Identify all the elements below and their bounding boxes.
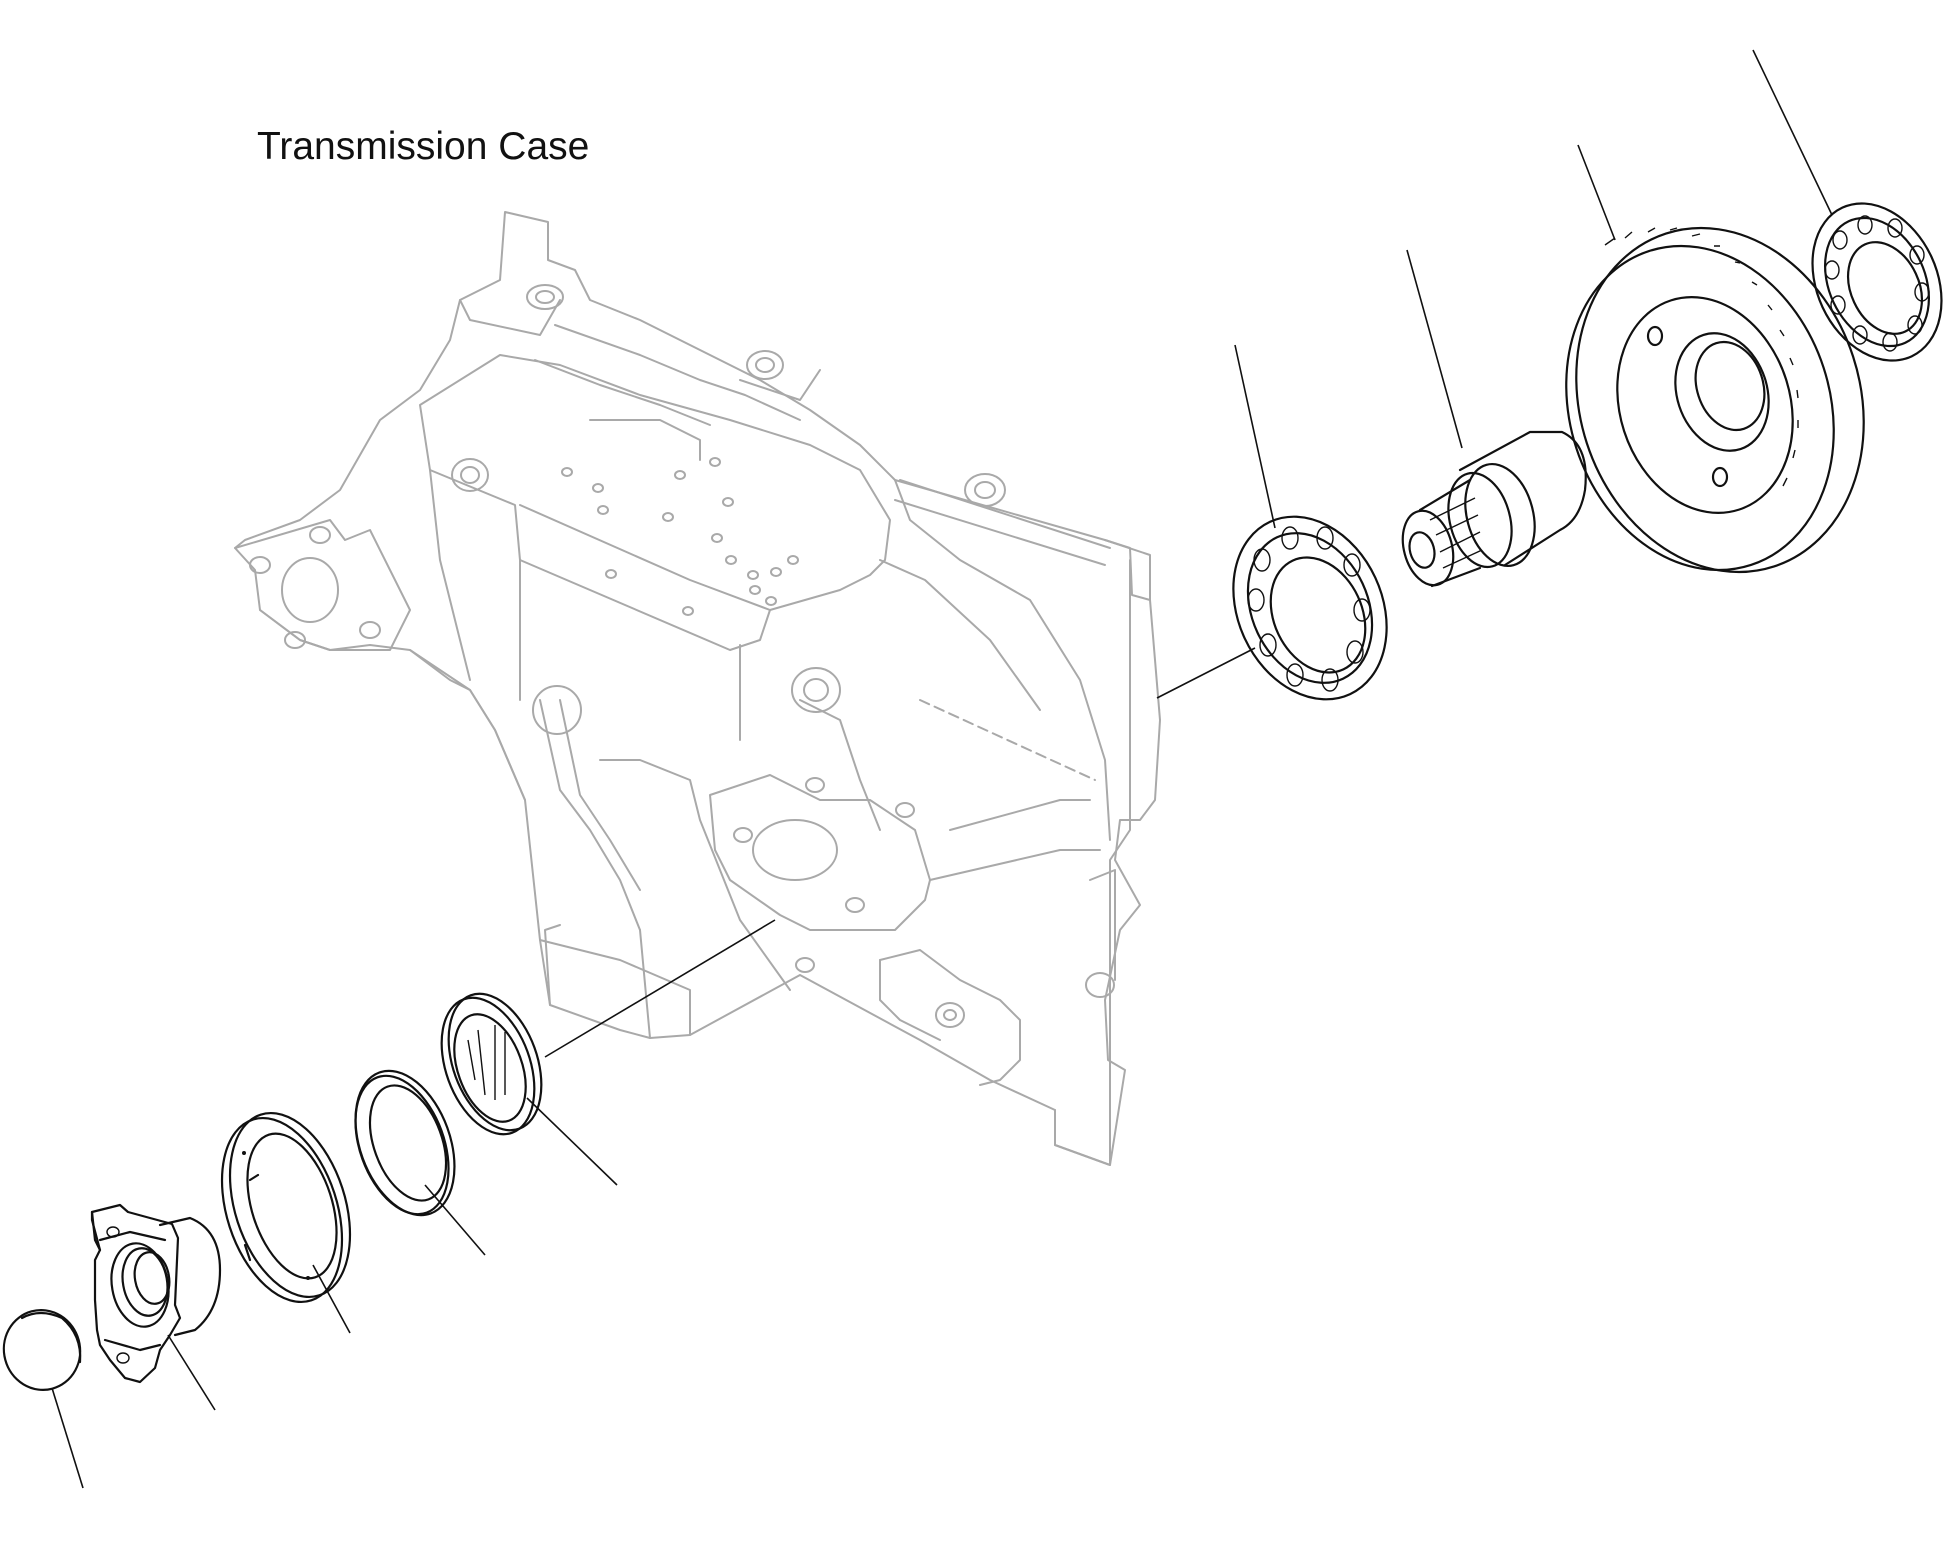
oil-seal (440, 992, 543, 1136)
axis-line-lower (544, 919, 776, 1058)
leader-cap-plug (51, 1387, 84, 1489)
leader-bearing-housing-flange (167, 1334, 216, 1411)
diagram-title: Transmission Case (257, 125, 590, 168)
pinion-shaft (1401, 430, 1587, 588)
leader-oil-seal (526, 1097, 618, 1186)
leader-lines (51, 49, 1833, 1489)
drive-gear (1565, 226, 1865, 574)
transmission-case (234, 211, 1161, 1166)
leader-drive-gear (1577, 144, 1616, 241)
axis-line-upper (1156, 647, 1256, 699)
small-bearing (1811, 202, 1943, 362)
right-bearing (1232, 515, 1388, 701)
leader-small-bearing (1752, 49, 1833, 216)
cap-plug (2, 1309, 82, 1391)
leader-spacer-ring (424, 1184, 486, 1256)
bearing-housing-flange (90, 1203, 222, 1384)
retainer-ring (220, 1111, 352, 1304)
spacer-ring (354, 1069, 456, 1217)
leader-retainer-ring (312, 1264, 351, 1334)
leader-right-bearing (1234, 344, 1276, 529)
leader-pinion-shaft (1406, 249, 1463, 449)
